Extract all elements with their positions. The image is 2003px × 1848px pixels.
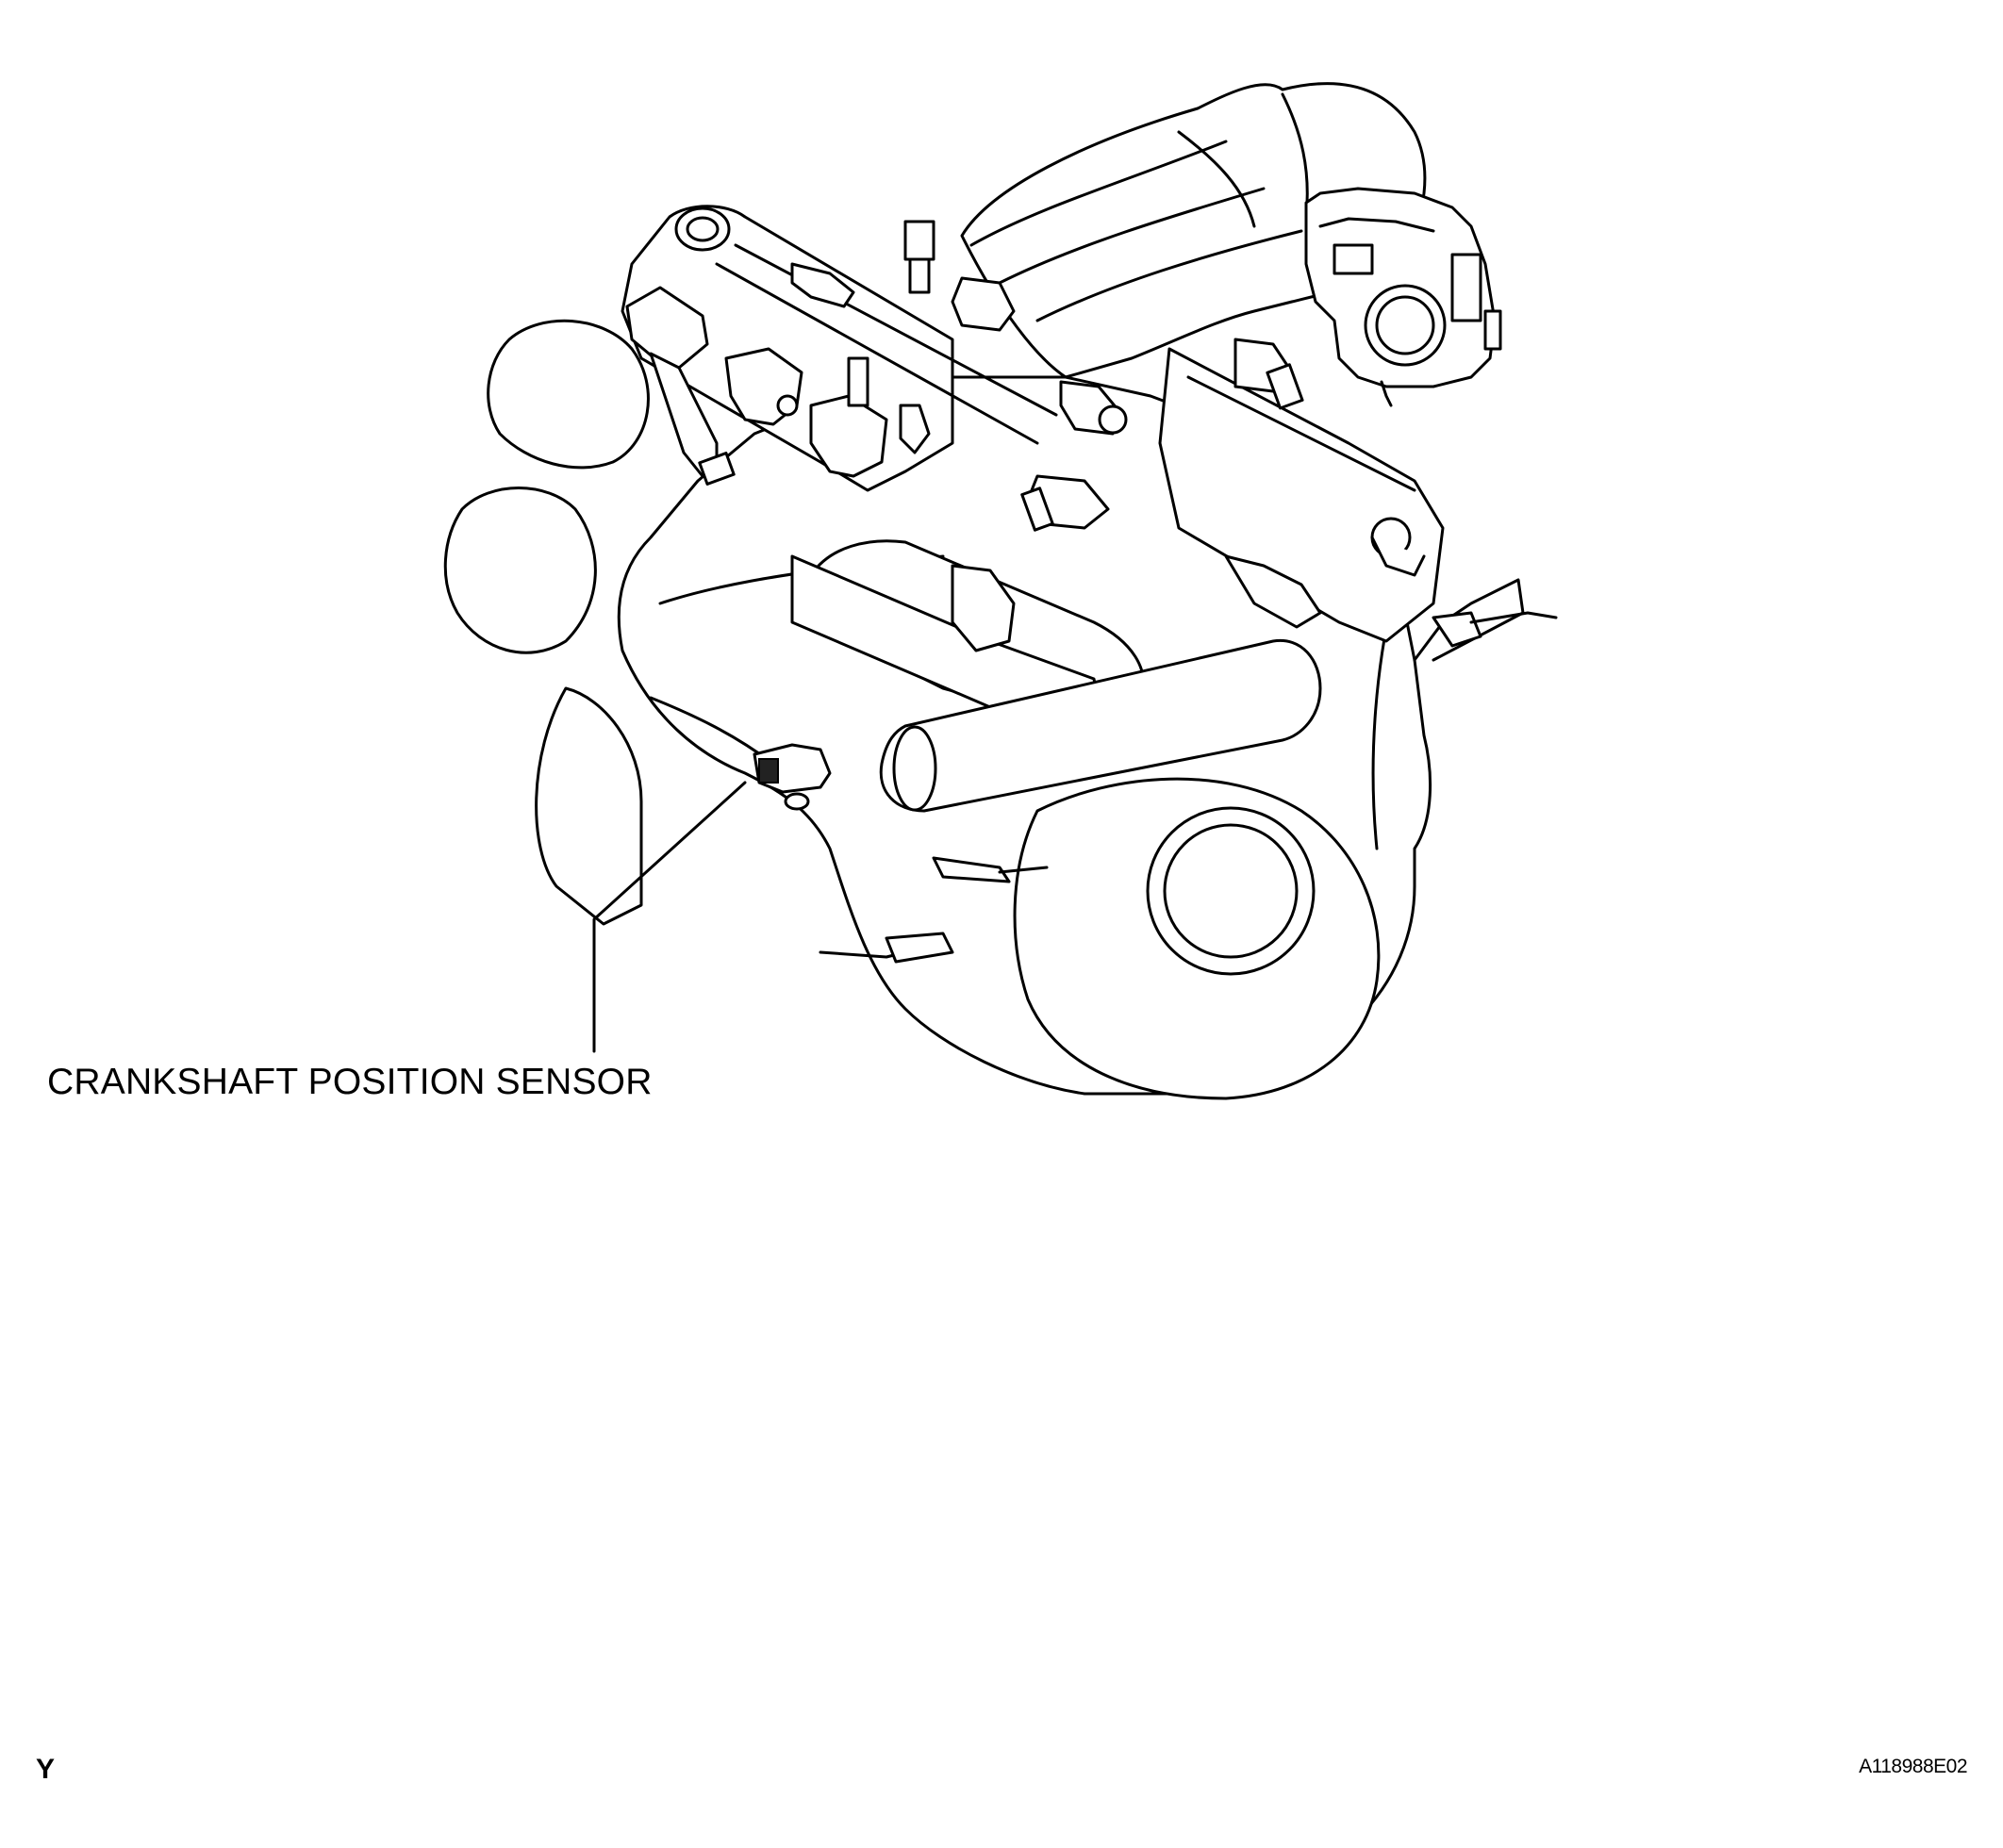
- crankshaft-position-sensor: [753, 743, 832, 811]
- cylinder-head-right: [1158, 347, 1445, 643]
- callout-label: CRANKSHAFT POSITION SENSOR: [47, 1062, 653, 1102]
- ignition-coil-3: [809, 356, 931, 478]
- side-sensors: [951, 338, 1558, 652]
- ignition-coil-2: [724, 347, 803, 426]
- left-pulleys: [443, 319, 650, 926]
- throttle-body: [1304, 187, 1502, 407]
- view-code: Y: [36, 1754, 56, 1785]
- figure-id: A118988E02: [1859, 1756, 1967, 1777]
- intake-manifold: [960, 82, 1427, 379]
- o2-sensors: [819, 856, 1049, 964]
- callout-leader-line: [592, 781, 747, 1053]
- ignition-coil-1: [625, 286, 736, 486]
- top-sensors: [790, 220, 1128, 436]
- intake-tube: [879, 638, 1322, 813]
- timing-cover: [1013, 777, 1381, 1100]
